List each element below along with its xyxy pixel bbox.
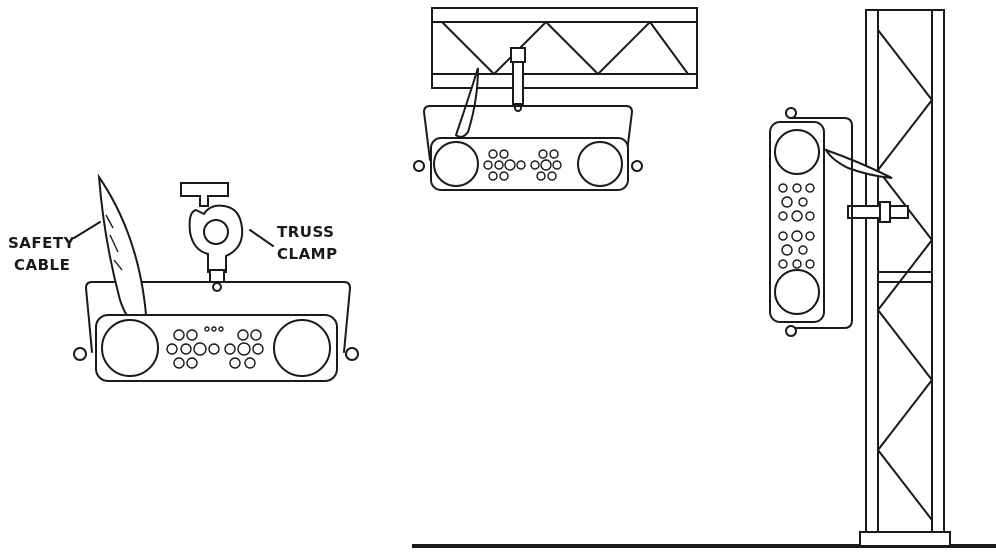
svg-text:CLAMP: CLAMP [277, 245, 338, 263]
svg-text:CABLE: CABLE [14, 256, 70, 274]
fixture-hanging [430, 137, 629, 191]
fixture-body [95, 314, 338, 382]
horizontal-truss-group [413, 7, 698, 191]
safety-cable-label: SAFETY CABLE [8, 234, 76, 274]
safety-cable-loop [97, 173, 149, 330]
truss-clamp-leader [249, 229, 274, 247]
truss-clamp [180, 182, 244, 292]
svg-text:SAFETY: SAFETY [8, 234, 76, 252]
fixture-detail-group [73, 173, 359, 382]
horizontal-truss [431, 7, 698, 89]
svg-text:TRUSS: TRUSS [277, 223, 334, 241]
truss-clamp-label: TRUSS CLAMP [277, 223, 338, 263]
safety-cable-leader [73, 221, 101, 239]
vertical-truss-group [769, 9, 951, 547]
fixture-side-mounted [769, 121, 825, 323]
